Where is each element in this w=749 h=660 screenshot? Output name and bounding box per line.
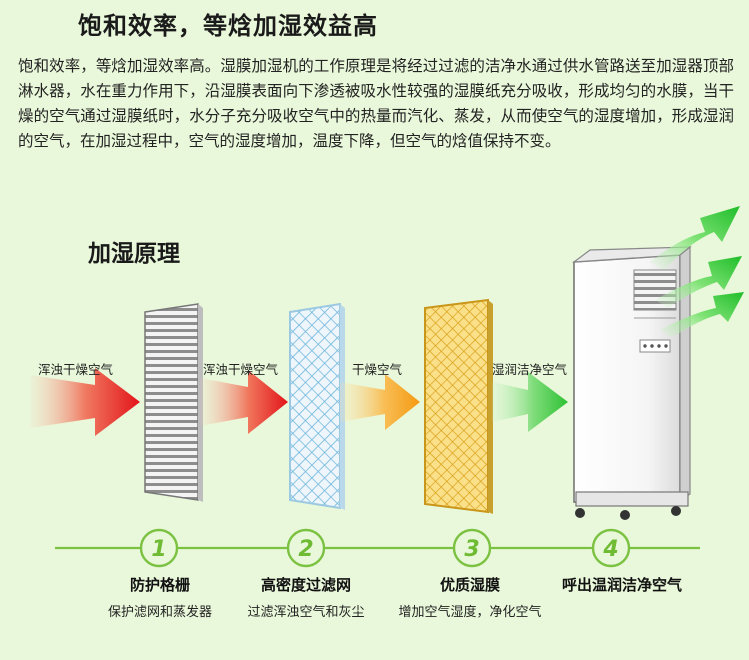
flow-label-1: 浑浊干燥空气	[38, 362, 114, 377]
humidifying-pad	[424, 298, 493, 514]
high-density-filter	[289, 302, 345, 510]
step-desc-3: 增加空气湿度，净化空气	[398, 605, 542, 620]
page-title: 饱和效率，等焓加湿效益高	[78, 12, 378, 40]
step-number: 3	[464, 537, 479, 562]
protective-grille	[144, 303, 203, 502]
step-number: 2	[298, 537, 313, 562]
wheel-icon	[671, 506, 681, 516]
step-title-3: 优质湿膜	[439, 576, 501, 594]
step-number: 4	[602, 537, 618, 562]
airflow-arrow-3	[340, 374, 420, 430]
step-marker-1: 1	[139, 528, 179, 568]
step-number: 1	[151, 537, 166, 562]
step-desc-1: 保护滤网和蒸发器	[107, 605, 213, 620]
outflow-arrow-middle	[655, 256, 742, 308]
step-title-1: 防护格栅	[129, 576, 191, 594]
flow-label-2: 浑浊干燥空气	[203, 362, 279, 377]
flow-label-3: 干燥空气	[352, 362, 403, 377]
step-marker-3: 3	[452, 528, 492, 568]
airflow-arrow-2	[200, 370, 288, 434]
step-title-2: 高密度过滤网	[260, 576, 352, 594]
humidifier-unit	[572, 245, 692, 520]
intro-paragraph: 饱和效率，等焓加湿效率高。湿膜加湿机的工作原理是将经过过滤的洁净水通过供水管路送…	[18, 57, 734, 150]
airflow-arrow-1	[30, 368, 140, 436]
outflow-arrow-bottom	[660, 292, 744, 338]
airflow-arrow-4	[492, 372, 568, 432]
wheel-icon	[575, 508, 585, 518]
step-title-4: 呼出温润洁净空气	[561, 576, 683, 594]
outflow-arrow-top	[650, 206, 740, 270]
section-title: 加湿原理	[88, 241, 180, 267]
flow-label-4: 湿润洁净空气	[492, 362, 568, 377]
step-desc-2: 过滤浑浊空气和灰尘	[247, 605, 365, 620]
step-marker-2: 2	[286, 528, 326, 568]
wheel-icon	[620, 510, 630, 520]
step-marker-4: 4	[591, 528, 631, 568]
